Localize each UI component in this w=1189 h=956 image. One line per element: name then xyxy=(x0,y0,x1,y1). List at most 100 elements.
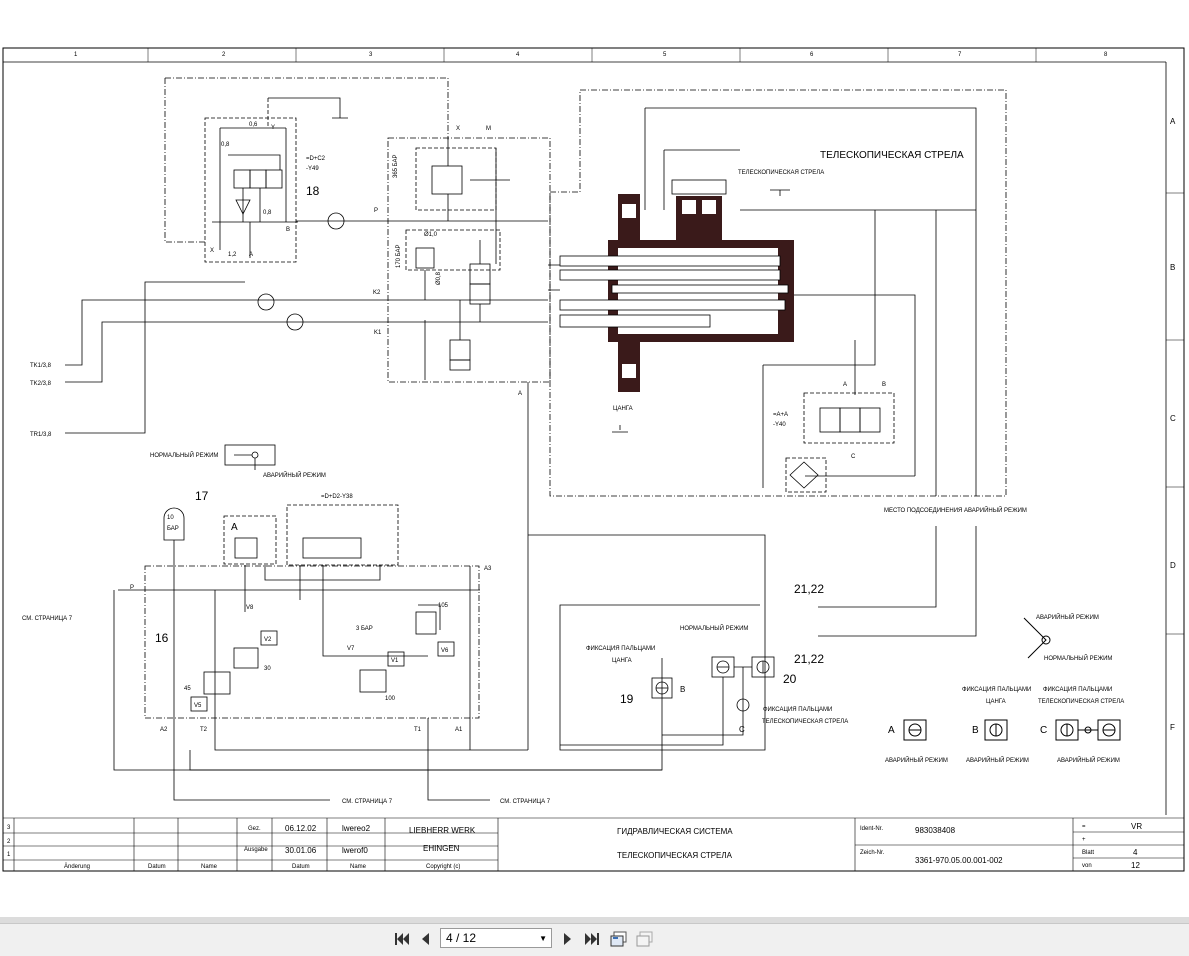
page-navigation-toolbar: 4 / 12 ▼ xyxy=(0,923,1189,956)
issue-label: Ausgabe xyxy=(244,847,268,853)
last-page-button[interactable] xyxy=(582,929,602,949)
horizontal-scrollbar[interactable] xyxy=(0,917,1189,923)
telescopic-boom-frame xyxy=(548,89,1007,497)
port-label: TK1/3,8 xyxy=(30,363,52,369)
field-label: Blatt xyxy=(1082,850,1094,856)
view-mode-button[interactable] xyxy=(609,929,629,949)
port-label: Y xyxy=(271,125,275,131)
pressure-label: 3 БАР xyxy=(356,626,373,632)
cross-reference: СМ. СТРАНИЦА 7 xyxy=(500,799,551,805)
legend xyxy=(903,617,1121,741)
telescopic-cylinder xyxy=(559,179,794,392)
cross-reference: СМ. СТРАНИЦА 7 xyxy=(22,616,73,622)
column-number: 2 xyxy=(222,52,226,58)
port-label: A3 xyxy=(484,566,492,572)
valve-label: V1 xyxy=(391,658,399,664)
equipment-code: -Y49 xyxy=(306,166,319,172)
setting-label: 100 xyxy=(385,696,396,702)
sheet-number: 4 xyxy=(1133,848,1138,857)
legend-label: ФИКСАЦИЯ ПАЛЬЦАМИ xyxy=(1043,687,1112,693)
column-number: 7 xyxy=(958,52,962,58)
column-number: 6 xyxy=(810,52,814,58)
mode-label: НОРМАЛЬНЫЙ РЕЖИМ xyxy=(150,451,218,459)
item-number: 21,22 xyxy=(794,652,824,666)
next-page-icon xyxy=(564,933,571,945)
column-header: Änderung xyxy=(64,863,90,870)
column-number: 3 xyxy=(369,52,373,58)
legend-label: АВАРИЙНЫЙ РЕЖИМ xyxy=(966,756,1029,764)
pressure-label: 365 БАР xyxy=(393,155,399,179)
equipment-code: =D+C2 xyxy=(306,156,326,162)
component-label: ЦАНГА xyxy=(613,406,633,412)
drawn-date: 06.12.02 xyxy=(285,824,317,833)
page-number-select[interactable]: 4 / 12 ▼ xyxy=(440,928,552,948)
legend-label: АВАРИЙНЫЙ РЕЖИМ xyxy=(885,756,948,764)
port-label: T1 xyxy=(414,727,422,733)
previous-page-button[interactable] xyxy=(415,929,435,949)
item-number: 19 xyxy=(620,692,634,706)
last-page-icon xyxy=(585,933,599,945)
column-number: 5 xyxy=(663,52,667,58)
view-mode-disabled-button[interactable] xyxy=(635,929,655,949)
equipment-code: =D+D2-Y38 xyxy=(321,494,353,500)
selector-label: ФИКСАЦИЯ ПАЛЬЦАМИ xyxy=(763,707,832,713)
port-label: A xyxy=(843,382,847,388)
column-header: Name xyxy=(350,864,367,870)
valve-label: V5 xyxy=(194,703,202,709)
valve-label: V7 xyxy=(347,646,355,652)
legend-label: АВАРИЙНЫЙ РЕЖИМ xyxy=(1057,756,1120,764)
port-label: T2 xyxy=(200,727,208,733)
item-number: 20 xyxy=(783,672,797,686)
revision-row: 3 xyxy=(7,825,11,831)
next-page-button[interactable] xyxy=(558,929,578,949)
valve-label: V8 xyxy=(246,605,254,611)
boom-title: ТЕЛЕСКОПИЧЕСКАЯ СТРЕЛА xyxy=(820,150,964,161)
valve-block-18 xyxy=(164,77,548,263)
equipment-code: -Y40 xyxy=(773,422,786,428)
company-name: LIEBHERR WERK xyxy=(409,826,476,835)
selector-label: ТЕЛЕСКОПИЧЕСКАЯ СТРЕЛА xyxy=(762,719,848,725)
orifice-label: 0,8 xyxy=(221,142,230,148)
column-number: 8 xyxy=(1104,52,1108,58)
item-number: 18 xyxy=(306,184,320,198)
column-header: Name xyxy=(201,864,218,870)
company-location: EHINGEN xyxy=(423,844,460,853)
revision-row: 1 xyxy=(7,852,11,858)
selector-label: ЦАНГА xyxy=(612,658,632,664)
port-label: B xyxy=(286,227,290,233)
first-page-button[interactable] xyxy=(392,929,412,949)
legend-label: ЦАНГА xyxy=(986,699,1006,705)
port-label: K2 xyxy=(373,290,381,296)
column-header: Datum xyxy=(148,864,166,870)
valve-label: V6 xyxy=(441,648,449,654)
port-label: P xyxy=(374,208,378,214)
revision-code: VR xyxy=(1131,822,1142,831)
legend-key: B xyxy=(972,725,979,736)
row-letter: D xyxy=(1170,561,1176,570)
mode-label: АВАРИЙНЫЙ РЕЖИМ xyxy=(263,471,326,479)
valve-label: V2 xyxy=(264,637,272,643)
hydraulic-schematic-sheet: 1 2 3 4 5 6 7 8 A B C D E F Y 0,6 0,8 0,… xyxy=(2,47,1185,872)
setting-label: 45 xyxy=(184,686,191,692)
port-label: A xyxy=(231,522,238,533)
item-number: 16 xyxy=(155,631,169,645)
port-label: A2 xyxy=(160,727,168,733)
center-valve-block xyxy=(387,137,551,750)
previous-page-icon xyxy=(422,933,429,945)
orifice-label: 0,6 xyxy=(249,122,258,128)
port-label: B xyxy=(680,685,685,694)
drawing-number-label: Zeich-Nr. xyxy=(860,850,885,856)
legend-label: ТЕЛЕСКОПИЧЕСКАЯ СТРЕЛА xyxy=(1038,699,1124,705)
issue-date: 30.01.06 xyxy=(285,846,317,855)
document-viewport[interactable]: 1 2 3 4 5 6 7 8 A B C D E F Y 0,6 0,8 0,… xyxy=(0,0,1189,917)
row-letter: B xyxy=(1170,263,1175,272)
drawn-label: Gez. xyxy=(248,826,261,832)
sheet-total: 12 xyxy=(1131,861,1140,870)
item-number: 21,22 xyxy=(794,582,824,596)
port-label: C xyxy=(851,454,856,460)
field-label: = xyxy=(1082,824,1086,830)
port-label: X xyxy=(210,248,214,254)
item-number: 17 xyxy=(195,489,209,503)
connection-label: МЕСТО ПОДСОЕДИНЕНИЯ АВАРИЙНЫЙ РЕЖИМ xyxy=(884,506,1027,514)
component-label: ТЕЛЕСКОПИЧЕСКАЯ СТРЕЛА xyxy=(738,170,824,176)
